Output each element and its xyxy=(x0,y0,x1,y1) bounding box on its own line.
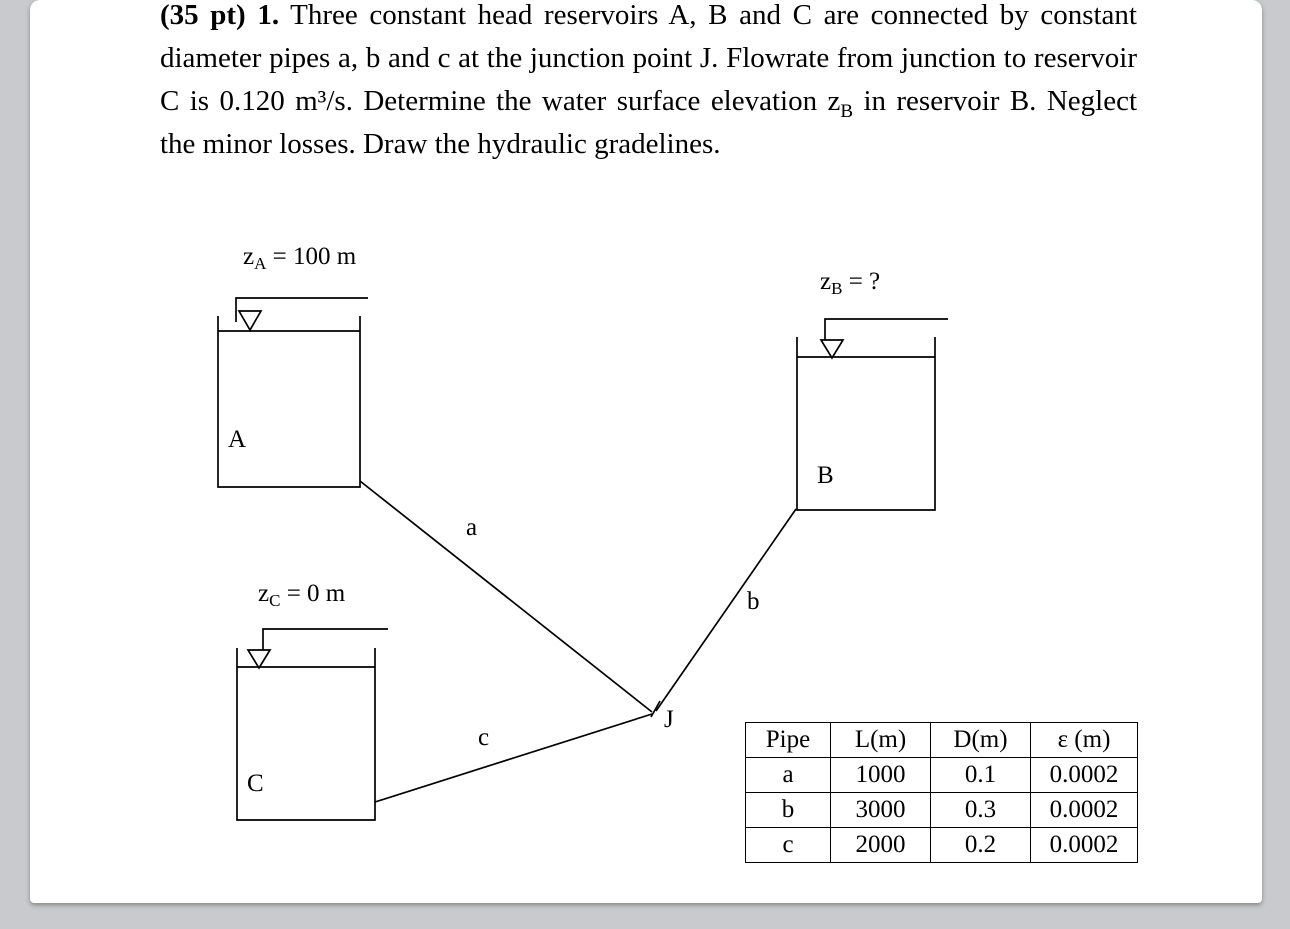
pipe-c-line xyxy=(374,713,653,803)
table-cell: b xyxy=(745,792,831,828)
pipe-a-label: a xyxy=(466,514,477,541)
table-cell: 0.2 xyxy=(930,827,1031,863)
zb-label: zB = ? xyxy=(820,268,880,298)
tank-c-label: C xyxy=(247,770,264,797)
table-row-pipe-c: c 2000 0.2 0.0002 xyxy=(745,827,1138,863)
pipe-data-table: Pipe L(m) D(m) ε (m) a 1000 0.1 0.0002 b… xyxy=(745,722,1138,863)
zc-value: = 0 m xyxy=(280,580,345,607)
zb-value: = ? xyxy=(842,268,880,295)
table-cell: 2000 xyxy=(830,827,931,863)
table-header-roughness: ε (m) xyxy=(1030,722,1138,758)
reservoir-a-group: zA = 100 m A xyxy=(217,243,368,488)
pipe-b-label: b xyxy=(747,588,760,615)
overflow-pipe-b xyxy=(824,318,948,342)
problem-statement: (35 pt) 1. Three constant head reservoir… xyxy=(160,0,1137,166)
water-surface-icon-b xyxy=(819,339,845,360)
zb-subscript: B xyxy=(831,279,842,298)
junction-label: J xyxy=(664,706,674,733)
overflow-pipe-a xyxy=(235,297,368,322)
problem-points-number: (35 pt) 1. xyxy=(160,0,280,31)
water-surface-icon-c xyxy=(246,649,272,670)
table-cell: 0.3 xyxy=(930,792,1031,828)
table-cell: 0.0002 xyxy=(1030,792,1138,828)
zc-label: zC = 0 m xyxy=(258,580,346,610)
za-label: zA = 100 m xyxy=(243,243,357,273)
pipes-group: a b c J xyxy=(359,480,797,803)
table-header-pipe: Pipe xyxy=(745,722,831,758)
table-header-diameter: D(m) xyxy=(930,722,1031,758)
za-value: = 100 m xyxy=(266,243,356,270)
table-cell: a xyxy=(745,757,831,793)
table-cell: 0.1 xyxy=(930,757,1031,793)
problem-text-2: in reservoir B. Neglect the minor losses… xyxy=(160,85,1137,160)
table-cell: c xyxy=(745,827,831,863)
table-row-pipe-a: a 1000 0.1 0.0002 xyxy=(745,757,1138,793)
table-row-pipe-b: b 3000 0.3 0.0002 xyxy=(745,792,1138,828)
water-surface-icon-a xyxy=(237,310,263,332)
table-cell: 0.0002 xyxy=(1030,757,1138,793)
tank-c-walls xyxy=(236,648,376,821)
tank-a-label: A xyxy=(228,426,246,453)
za-subscript: A xyxy=(254,254,267,273)
tank-b-label: B xyxy=(817,462,834,489)
problem-text-1: Three constant head reservoirs A, B and … xyxy=(160,0,1137,117)
reservoir-b-group: zB = ? B xyxy=(796,268,948,511)
table-cell: 0.0002 xyxy=(1030,827,1138,863)
junction-tick xyxy=(650,700,661,718)
zb-prefix: z xyxy=(820,268,831,295)
pipe-a-line xyxy=(359,480,653,713)
pipe-c-label: c xyxy=(478,724,489,751)
zc-prefix: z xyxy=(258,580,269,607)
tank-b-walls xyxy=(796,337,936,511)
overflow-pipe-c xyxy=(262,628,388,652)
za-prefix: z xyxy=(243,243,254,270)
problem-subscript-b: B xyxy=(840,100,854,122)
zc-subscript: C xyxy=(269,591,280,610)
table-header-row: Pipe L(m) D(m) ε (m) xyxy=(745,722,1138,758)
table-cell: 3000 xyxy=(830,792,931,828)
table-header-length: L(m) xyxy=(830,722,931,758)
reservoir-c-group: zC = 0 m C xyxy=(236,580,388,821)
table-cell: 1000 xyxy=(830,757,931,793)
pipe-b-line xyxy=(655,508,797,712)
tank-a-walls xyxy=(217,316,361,488)
